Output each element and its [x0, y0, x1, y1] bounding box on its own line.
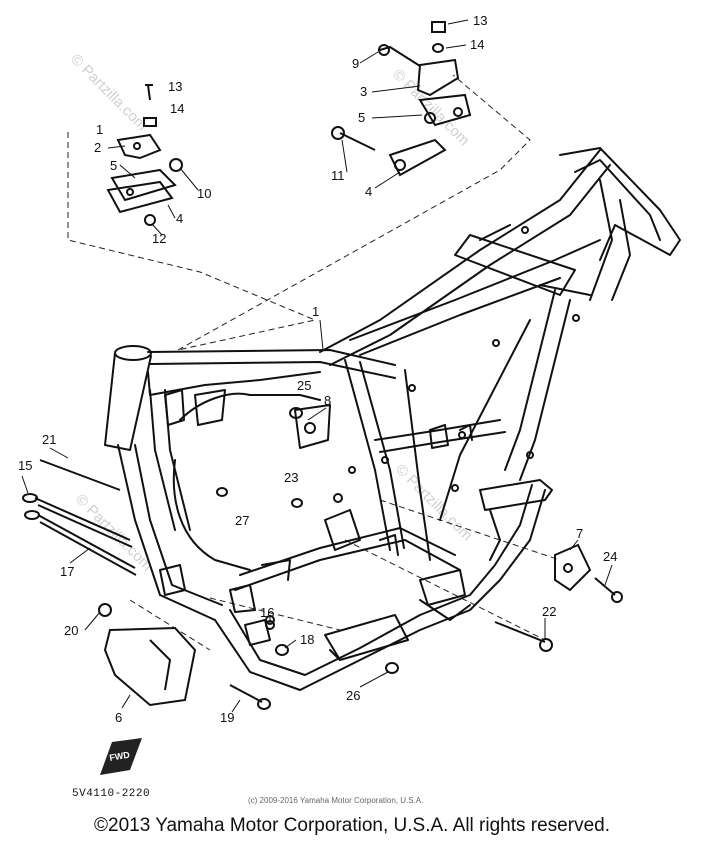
callout-6: 6 — [115, 710, 122, 725]
callout-14-left: 14 — [170, 101, 184, 116]
callout-21: 21 — [42, 432, 56, 447]
footer-copyright: ©2013 Yamaha Motor Corporation, U.S.A. A… — [94, 815, 610, 836]
callout-labels: 13 14 9 3 5 11 4 13 14 1 2 5 10 4 12 1 2… — [18, 13, 617, 725]
diagram-small-copyright: (c) 2009-2016 Yamaha Motor Corporation, … — [248, 796, 424, 805]
callout-5-right: 5 — [358, 110, 365, 125]
callout-4-right: 4 — [365, 184, 372, 199]
callout-16: 16 — [260, 605, 274, 620]
callout-13-right: 13 — [473, 13, 487, 28]
callout-14-right: 14 — [470, 37, 484, 52]
callout-5-left: 5 — [110, 158, 117, 173]
callout-8: 8 — [324, 393, 331, 408]
frame-diagram: © Partzilla.com © Partzilla.com © Partzi… — [18, 13, 681, 775]
watermark-1: © Partzilla.com — [67, 51, 150, 134]
dashed-guide-lines — [67, 74, 561, 651]
upper-right-bracket-group — [331, 21, 472, 177]
fwd-label: FWD — [109, 749, 131, 762]
callout-1-main: 1 — [312, 304, 319, 319]
callout-13-left: 13 — [168, 79, 182, 94]
callout-17: 17 — [60, 564, 74, 579]
callout-23: 23 — [284, 470, 298, 485]
upper-left-bracket-group — [106, 84, 183, 226]
callout-19: 19 — [220, 710, 234, 725]
leader-lines — [21, 19, 613, 713]
callout-22: 22 — [542, 604, 556, 619]
main-frame — [104, 147, 681, 691]
callout-7: 7 — [576, 526, 583, 541]
callout-25: 25 — [297, 378, 311, 393]
callout-10: 10 — [197, 186, 211, 201]
callout-2: 2 — [94, 140, 101, 155]
callout-12: 12 — [152, 231, 166, 246]
callout-4-left: 4 — [176, 211, 183, 226]
callout-20: 20 — [64, 623, 78, 638]
fwd-arrow-icon: FWD — [100, 738, 142, 775]
callout-27: 27 — [235, 513, 249, 528]
watermark-3: © Partzilla.com — [392, 461, 475, 544]
lower-right-parts-group — [216, 407, 623, 674]
diagram-part-code: 5V4110-2220 — [72, 788, 151, 800]
lower-left-bolts-group — [22, 459, 271, 710]
callout-24: 24 — [603, 549, 617, 564]
callout-15: 15 — [18, 458, 32, 473]
callout-18: 18 — [300, 632, 314, 647]
callout-1-left: 1 — [96, 122, 103, 137]
callout-26: 26 — [346, 688, 360, 703]
callout-9: 9 — [352, 56, 359, 71]
callout-11: 11 — [331, 168, 345, 183]
watermark-group: © Partzilla.com © Partzilla.com © Partzi… — [67, 51, 475, 574]
callout-3: 3 — [360, 84, 367, 99]
